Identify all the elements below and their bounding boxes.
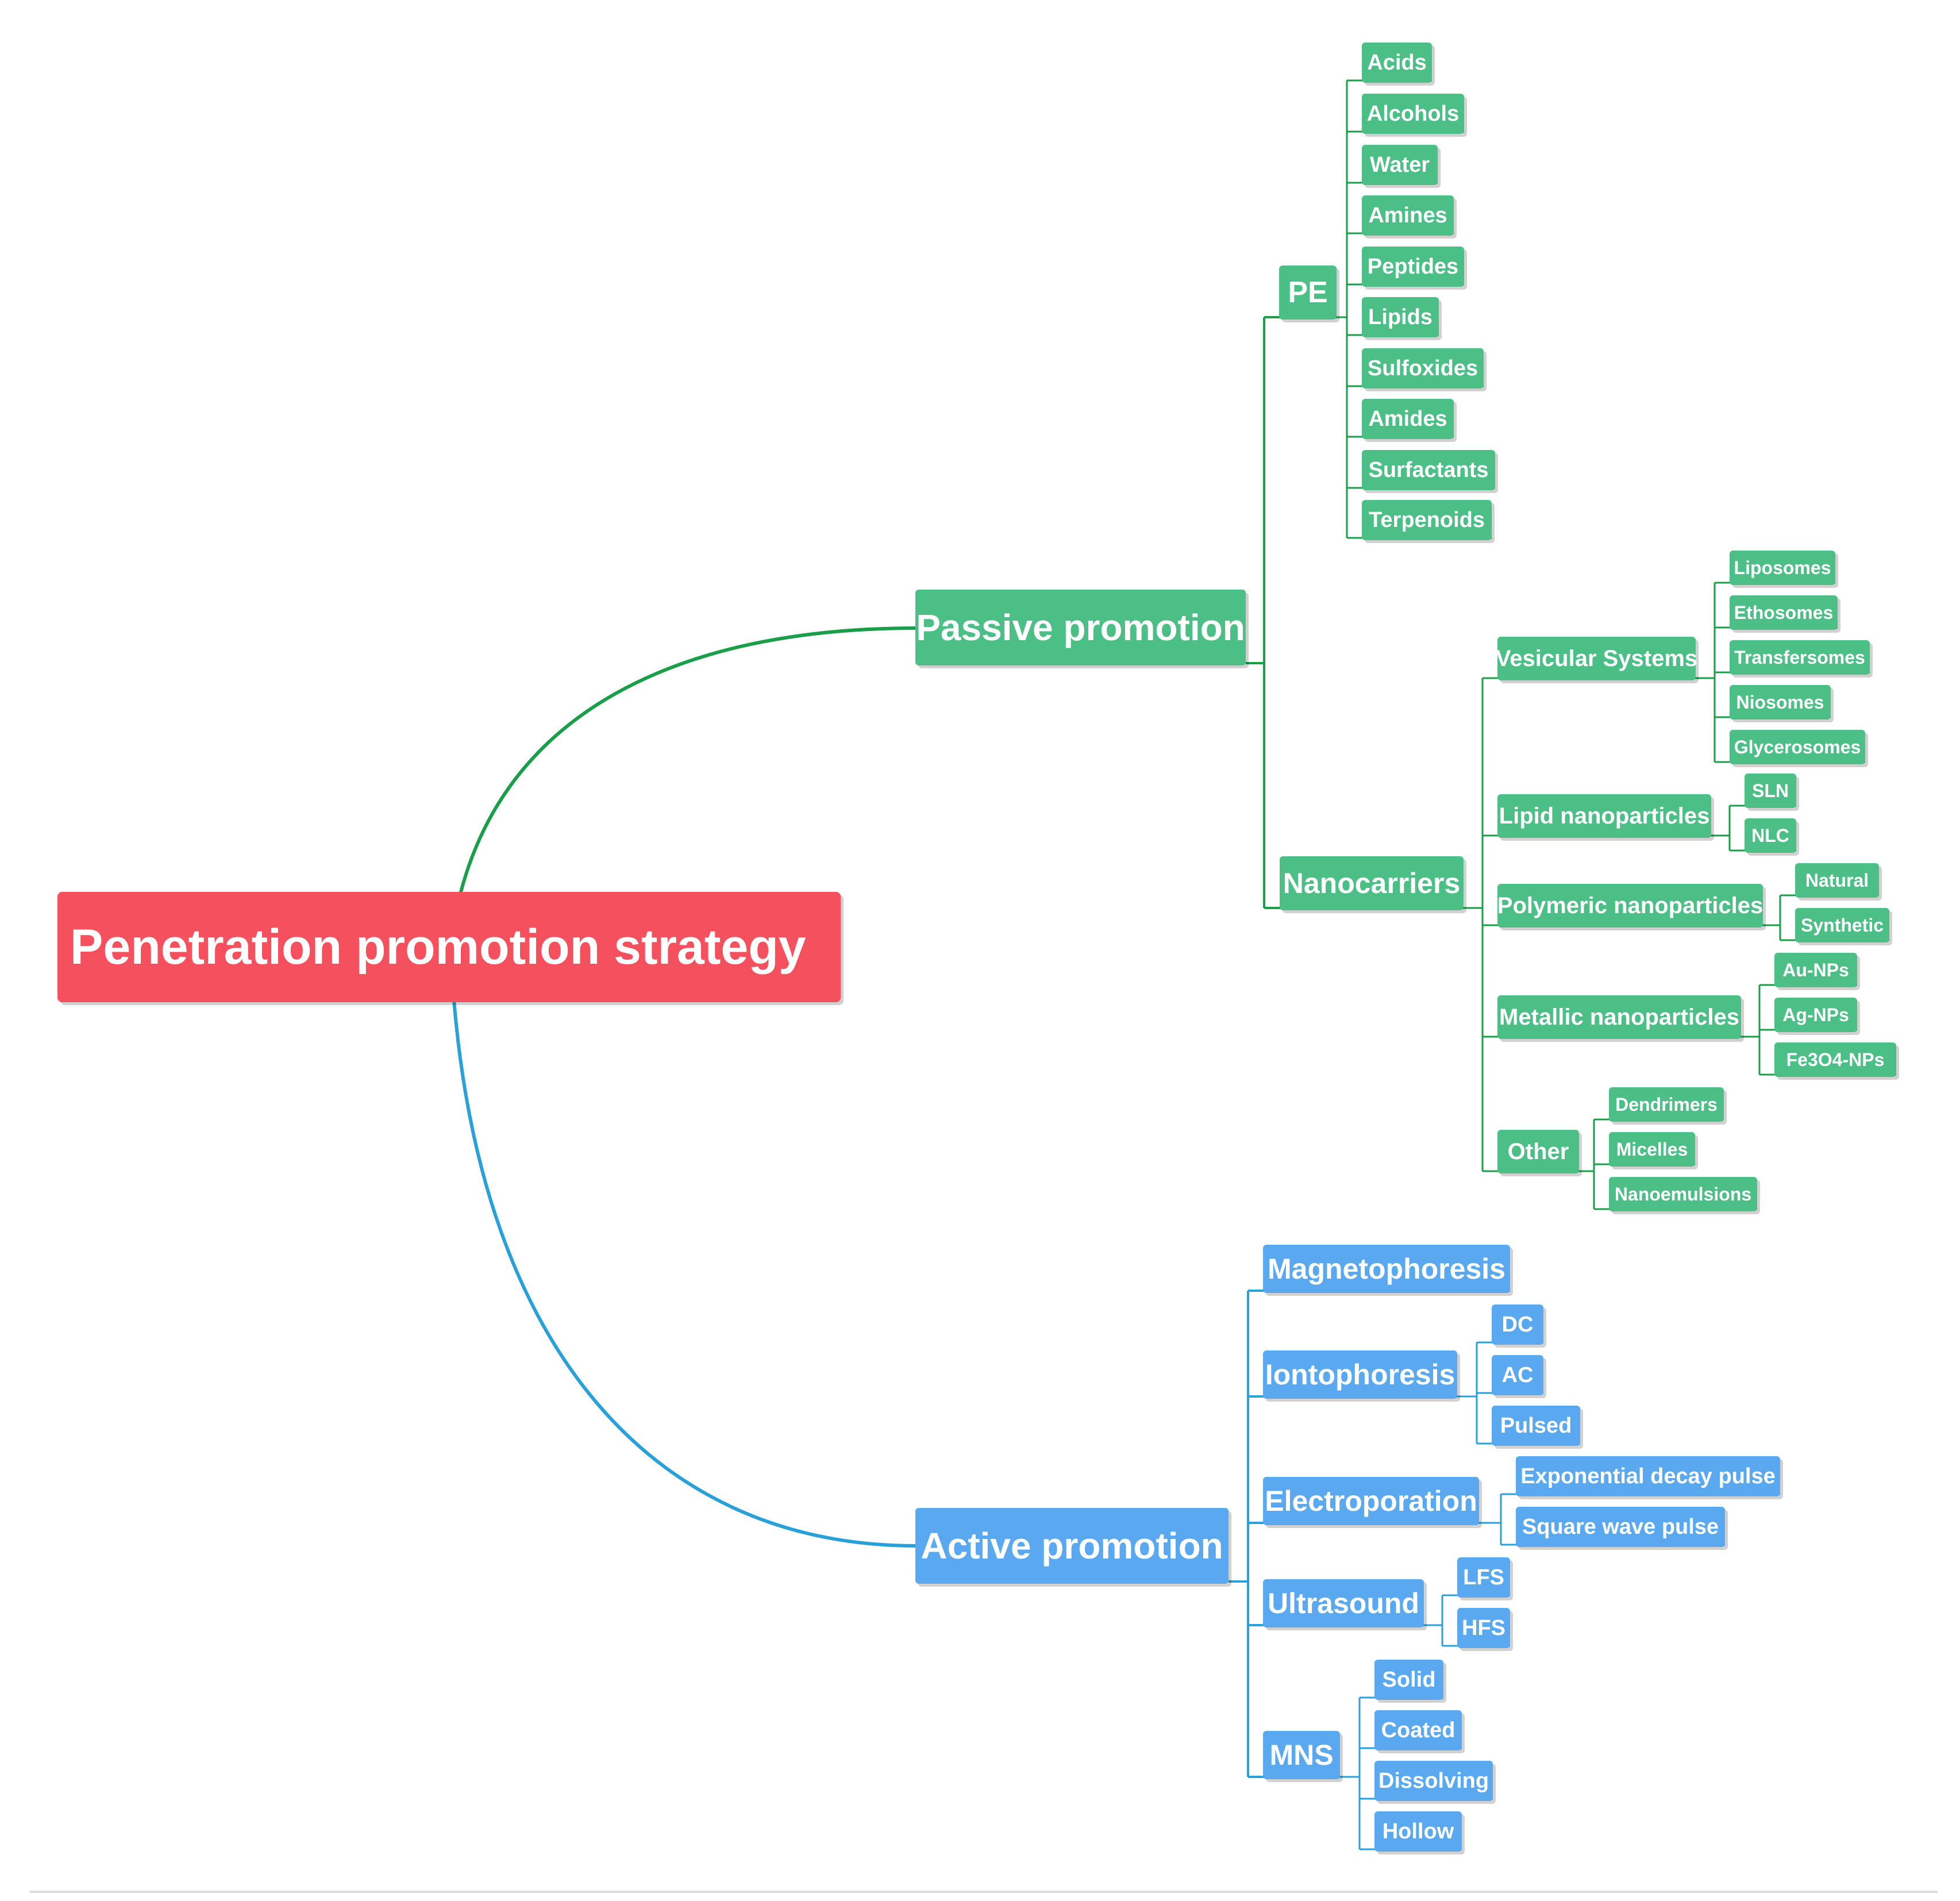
pe-item-water[interactable]: Water: [1362, 145, 1438, 185]
pe-item-amides[interactable]: Amides: [1362, 399, 1454, 439]
mns-item-solid[interactable]: Solid: [1374, 1660, 1443, 1700]
vesicular-item-ethosomes[interactable]: Ethosomes: [1730, 595, 1838, 630]
vesicular-item-liposomes[interactable]: Liposomes: [1730, 551, 1835, 585]
electroporation-node[interactable]: Electroporation: [1263, 1477, 1479, 1525]
mns-item-hollow[interactable]: Hollow: [1374, 1811, 1462, 1852]
root-to-active-connector: [452, 999, 917, 1548]
other-item-dendrimers[interactable]: Dendrimers: [1609, 1087, 1724, 1122]
root-to-passive-connector: [458, 626, 917, 897]
iontophoresis-node[interactable]: Iontophoresis: [1263, 1350, 1457, 1399]
metallic-nanoparticles-node[interactable]: Metallic nanoparticles: [1497, 995, 1741, 1039]
lipid-item-sln[interactable]: SLN: [1745, 774, 1796, 808]
other-node[interactable]: Other: [1497, 1130, 1579, 1173]
ultrasound-item-lfs[interactable]: LFS: [1457, 1557, 1510, 1598]
iontophoresis-item-pulsed[interactable]: Pulsed: [1492, 1406, 1580, 1446]
lipid-nanoparticles-node[interactable]: Lipid nanoparticles: [1497, 794, 1711, 838]
passive-promotion-node[interactable]: Passive promotion: [915, 590, 1246, 665]
electroporation-item-exponential[interactable]: Exponential decay pulse: [1516, 1456, 1780, 1496]
vesicular-item-transfersomes[interactable]: Transfersomes: [1730, 640, 1870, 675]
mns-node[interactable]: MNS: [1263, 1731, 1340, 1779]
pe-item-peptides[interactable]: Peptides: [1362, 247, 1464, 287]
nanocarriers-node[interactable]: Nanocarriers: [1280, 856, 1464, 910]
pe-item-alcohols[interactable]: Alcohols: [1362, 94, 1464, 134]
metallic-item-fe3o4-nps[interactable]: Fe3O4-NPs: [1774, 1042, 1896, 1077]
polymeric-nanoparticles-node[interactable]: Polymeric nanoparticles: [1497, 884, 1763, 928]
metallic-item-au-nps[interactable]: Au-NPs: [1774, 953, 1857, 987]
vesicular-systems-node[interactable]: Vesicular Systems: [1496, 637, 1697, 680]
pe-item-amines[interactable]: Amines: [1362, 195, 1454, 236]
pe-item-sulfoxides[interactable]: Sulfoxides: [1362, 348, 1484, 388]
active-promotion-node[interactable]: Active promotion: [915, 1508, 1229, 1584]
vesicular-item-niosomes[interactable]: Niosomes: [1730, 685, 1831, 719]
ultrasound-node[interactable]: Ultrasound: [1263, 1579, 1424, 1627]
pe-item-acids[interactable]: Acids: [1362, 43, 1432, 83]
ultrasound-item-hfs[interactable]: HFS: [1457, 1608, 1510, 1648]
pe-item-surfactants[interactable]: Surfactants: [1362, 450, 1495, 490]
polymeric-item-synthetic[interactable]: Synthetic: [1795, 908, 1889, 942]
other-item-micelles[interactable]: Micelles: [1609, 1132, 1695, 1167]
magnetophoresis-node[interactable]: Magnetophoresis: [1263, 1245, 1510, 1293]
mns-item-dissolving[interactable]: Dissolving: [1374, 1761, 1493, 1801]
polymeric-item-natural[interactable]: Natural: [1795, 863, 1879, 898]
other-item-nanoemulsions[interactable]: Nanoemulsions: [1609, 1177, 1757, 1211]
root-node[interactable]: Penetration promotion strategy: [57, 892, 841, 1002]
mns-item-coated[interactable]: Coated: [1374, 1710, 1462, 1750]
metallic-item-ag-nps[interactable]: Ag-NPs: [1774, 998, 1857, 1032]
pe-node[interactable]: PE: [1279, 265, 1337, 320]
electroporation-item-square[interactable]: Square wave pulse: [1516, 1507, 1725, 1547]
lipid-item-nlc[interactable]: NLC: [1745, 818, 1796, 853]
iontophoresis-item-dc[interactable]: DC: [1492, 1304, 1543, 1345]
pe-item-terpenoids[interactable]: Terpenoids: [1362, 500, 1492, 540]
iontophoresis-item-ac[interactable]: AC: [1492, 1355, 1543, 1395]
bottom-divider: [30, 1891, 1938, 1893]
pe-item-lipids[interactable]: Lipids: [1362, 297, 1439, 337]
vesicular-item-glycerosomes[interactable]: Glycerosomes: [1730, 730, 1865, 764]
